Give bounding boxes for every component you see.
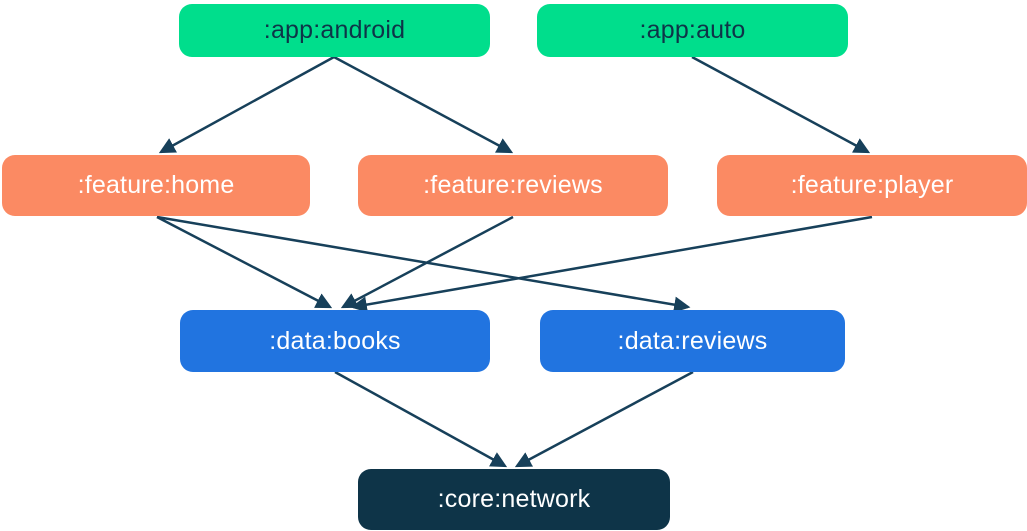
node-app-auto: :app:auto bbox=[537, 4, 848, 57]
edge-app-auto-to-feature-player bbox=[691, 55, 871, 154]
node-label: :core:network bbox=[437, 485, 591, 513]
node-label: :feature:player bbox=[790, 171, 954, 199]
edge-feature-home-to-data-books bbox=[156, 215, 333, 309]
node-core-network: :core:network bbox=[358, 469, 670, 530]
edge-feature-reviews-to-data-books bbox=[340, 215, 514, 309]
node-feature-home: :feature:home bbox=[2, 155, 310, 216]
node-label: :feature:reviews bbox=[423, 171, 603, 199]
edge-data-reviews-to-core-network bbox=[514, 370, 694, 468]
edge-feature-player-to-data-books bbox=[350, 215, 873, 313]
edge-app-android-to-feature-reviews bbox=[333, 55, 514, 154]
node-feature-player: :feature:player bbox=[717, 155, 1027, 216]
node-label: :data:reviews bbox=[617, 326, 768, 355]
node-label: :data:books bbox=[269, 326, 401, 355]
node-data-reviews: :data:reviews bbox=[540, 310, 845, 372]
edge-data-books-to-core-network bbox=[334, 370, 508, 468]
node-label: :app:android bbox=[263, 16, 406, 44]
node-data-books: :data:books bbox=[180, 310, 490, 372]
edge-feature-home-to-data-reviews bbox=[156, 215, 691, 313]
node-label: :feature:home bbox=[77, 171, 235, 199]
edge-app-android-to-feature-home bbox=[158, 55, 335, 154]
node-label: :app:auto bbox=[639, 16, 746, 44]
node-app-android: :app:android bbox=[179, 4, 490, 57]
node-feature-reviews: :feature:reviews bbox=[358, 155, 668, 216]
